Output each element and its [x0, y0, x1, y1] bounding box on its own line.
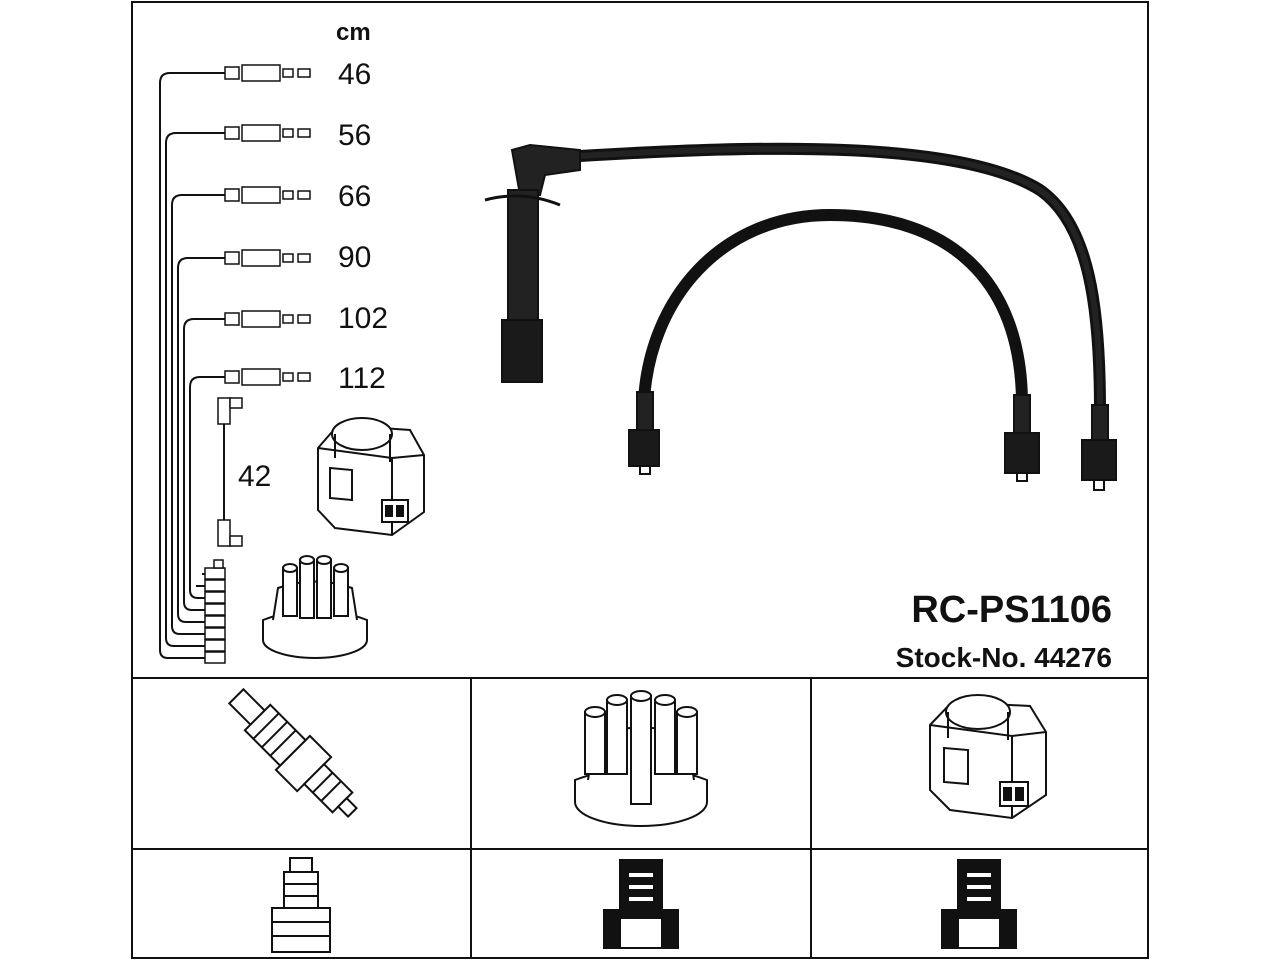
stock-number: Stock-No. 44276: [896, 642, 1112, 673]
cable-set-diagram: cm: [131, 1, 1149, 959]
distributor-cap-large-icon: [574, 690, 708, 827]
connector-row-6: [224, 368, 311, 386]
distributor-cap-icon: [262, 555, 368, 659]
ignition-cable-long: [579, 142, 1106, 411]
length-label-2: 56: [338, 119, 371, 152]
unit-label: cm: [336, 19, 371, 46]
boot-long-right: [1081, 404, 1117, 491]
length-labels: 46 56 66 90 102 112: [338, 58, 388, 395]
frame-lines: [131, 1, 1149, 959]
cap-terminal-connector-icon: [603, 859, 679, 949]
cable-end-boots: [628, 391, 1117, 491]
connector-row-3: [224, 186, 311, 204]
spark-plug-icon: [227, 687, 358, 818]
length-label-6: 112: [338, 362, 386, 395]
coil-lead-length: 42: [238, 460, 271, 493]
part-number: RC-PS1106: [911, 589, 1112, 631]
ignition-coil-large-icon: [929, 694, 1047, 820]
connector-row-2: [224, 124, 311, 142]
connector-row-4: [224, 249, 311, 267]
boot-short-right: [1004, 394, 1040, 482]
coil-terminal-connector-icon: [941, 859, 1017, 949]
diagram-frame: cm: [131, 0, 1150, 960]
ignition-cable-short: [638, 208, 1028, 401]
plug-boot-angled: [484, 143, 581, 383]
cable-ladder: [159, 72, 225, 659]
coil-lead: [217, 397, 243, 547]
length-label-3: 66: [338, 180, 371, 213]
plug-terminal-connector-icon: [271, 857, 331, 953]
length-label-5: 102: [338, 302, 388, 335]
boot-short-left: [628, 391, 660, 475]
length-label-1: 46: [338, 58, 371, 91]
cap-terminal-stack: [204, 559, 226, 664]
connector-row-1: [224, 64, 311, 82]
length-label-4: 90: [338, 241, 371, 274]
ignition-coil-icon: [317, 417, 425, 537]
connector-row-5: [224, 310, 311, 328]
row-connectors: [224, 64, 311, 386]
